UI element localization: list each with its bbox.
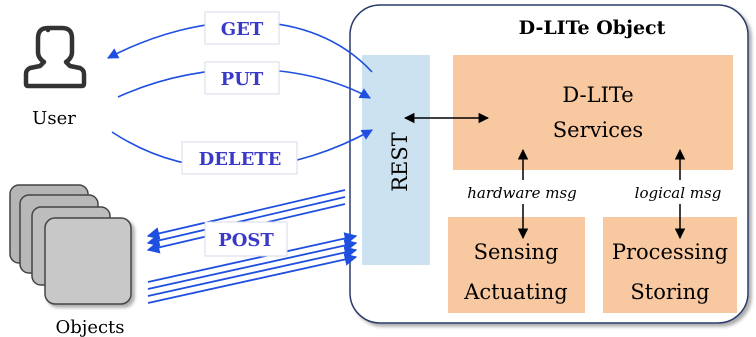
processing-block: Processing Storing [603, 217, 737, 313]
rest-label: REST [388, 132, 412, 192]
rest-block: REST [362, 55, 430, 265]
delete-label: DELETE [199, 149, 282, 170]
get-label: GET [221, 19, 264, 40]
services-block: D-LITe Services [453, 55, 733, 170]
post-label: POST [218, 230, 274, 251]
put-label-box: PUT [204, 61, 280, 95]
post-arrows-from-objects [147, 232, 358, 304]
post-label-box: POST [204, 221, 288, 257]
processing-label-line1: Processing [612, 240, 728, 264]
services-label-line1: D-LITe [562, 83, 633, 107]
services-label-line2: Services [553, 118, 643, 142]
processing-label-line2: Storing [630, 280, 709, 304]
objects-label: Objects [55, 317, 124, 337]
sensing-label-line2: Actuating [463, 280, 568, 304]
delete-label-box: DELETE [181, 141, 298, 175]
user-label: User [32, 108, 76, 129]
objects-stack-icon [9, 184, 132, 305]
hardware-msg-label: hardware msg [467, 184, 577, 202]
get-label-box: GET [204, 11, 280, 45]
object-title: D-LITe Object [519, 17, 666, 39]
sensing-label-line1: Sensing [474, 240, 559, 264]
logical-msg-label: logical msg [635, 184, 722, 202]
user-icon [23, 25, 87, 89]
sensing-block: Sensing Actuating [448, 217, 585, 313]
put-label: PUT [221, 69, 264, 90]
